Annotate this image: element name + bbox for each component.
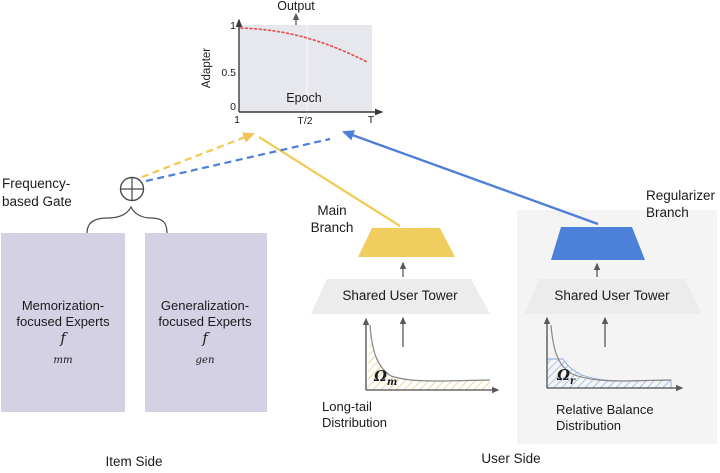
xtick-1: 1: [234, 114, 240, 126]
long-tail-hatched-area: [367, 325, 490, 390]
ytick-05: 0.5: [221, 67, 236, 79]
adapter-plot-area: [239, 25, 372, 112]
shared-user-tower-right: [525, 279, 702, 314]
regularizer-branch-label: Regularizer Branch: [646, 188, 716, 220]
ytick-1: 1: [230, 20, 236, 32]
gate-to-adapter-dashed-blue-line: [145, 137, 331, 183]
xtick-t2: T/2: [297, 115, 313, 127]
relative-balance-caption: Relative Balance Distribution: [556, 402, 654, 433]
output-label: Output: [277, 0, 315, 13]
omega-r-label: Ωr: [557, 367, 576, 387]
main-branch-label: Main Branch: [310, 203, 354, 235]
long-tail-caption: Long-tail Distribution: [322, 399, 388, 430]
shared-user-tower-left-label: Shared User Tower: [342, 288, 458, 303]
regularizer-branch-to-adapter-arrow: [341, 130, 599, 226]
gate-to-adapter-dashed-yellow-arrow: [141, 132, 256, 179]
item-side-caption: Item Side: [105, 454, 163, 469]
adapter-to-main-branch-line: [258, 136, 401, 227]
shared-user-tower-left: [311, 279, 490, 314]
user-side-caption: User Side: [481, 451, 541, 466]
memorization-experts-box: [1, 233, 125, 412]
long-tail-curve: [369, 324, 491, 382]
adapter-x-axis-label: Epoch: [286, 91, 322, 105]
experts-brace: [86, 205, 168, 234]
frequency-gate-label: Frequency- based Gate: [2, 176, 72, 209]
regularizer-branch-trapezoid: [551, 227, 645, 260]
ytick-0: 0: [230, 101, 236, 113]
main-branch-trapezoid: [358, 228, 455, 257]
omega-m-label: Ωm: [374, 368, 398, 388]
generalization-experts-box: [145, 233, 267, 412]
relative-balance-curve: [550, 324, 672, 382]
shared-user-tower-right-label: Shared User Tower: [554, 288, 670, 303]
adapter-curve: [240, 27, 368, 63]
xtick-t: T: [367, 114, 375, 126]
